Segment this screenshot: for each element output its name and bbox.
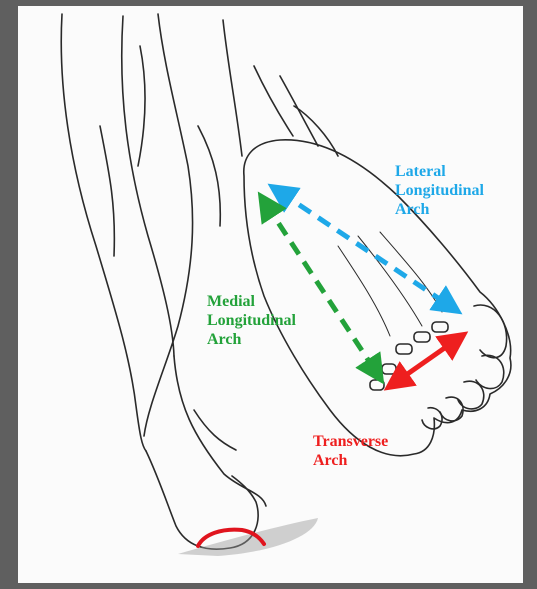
toe [422,408,442,429]
foot-sketch [61,14,511,549]
lateral-arch-label-line: Longitudinal [395,181,484,200]
back-leg-contour [100,126,114,256]
lateral-arch-label: Lateral Longitudinal Arch [395,162,484,219]
illustration-frame: Lateral Longitudinal Arch Medial Longitu… [18,6,523,583]
back-leg-contour [138,46,145,166]
back-leg-outline [61,14,146,451]
bone-hint [380,232,442,312]
front-leg-outline [223,20,242,156]
cuneiform-bone [370,380,384,390]
front-leg-contour [198,126,220,226]
transverse-arch-label-line: Transverse [313,432,388,451]
ankle-fold [280,76,318,146]
toe [476,355,504,388]
cuneiform-bone [396,344,412,354]
standing-heel-outline [146,451,258,549]
toe [474,305,507,358]
medial-arch-label-line: Arch [207,330,296,349]
cuneiform-bone [414,332,430,342]
transverse-arch-label-line: Arch [313,451,388,470]
lateral-arch-label-line: Lateral [395,162,484,181]
front-leg-outline [144,14,193,436]
cuneiform-bone [432,322,448,332]
standing-heel-outline [174,356,266,506]
toe [440,397,463,421]
lateral-arch-label-line: Arch [395,200,484,219]
cuneiform-bone [382,364,396,374]
medial-arch-label-line: Medial [207,292,296,311]
standing-heel-contour [194,410,236,450]
transverse-arch-label: Transverse Arch [313,432,388,470]
ankle-fold [254,66,293,136]
medial-arch-label-line: Longitudinal [207,311,296,330]
medial-arch-label: Medial Longitudinal Arch [207,292,296,349]
transverse-arch-arrow [396,340,456,382]
ground-shadow [178,518,318,556]
